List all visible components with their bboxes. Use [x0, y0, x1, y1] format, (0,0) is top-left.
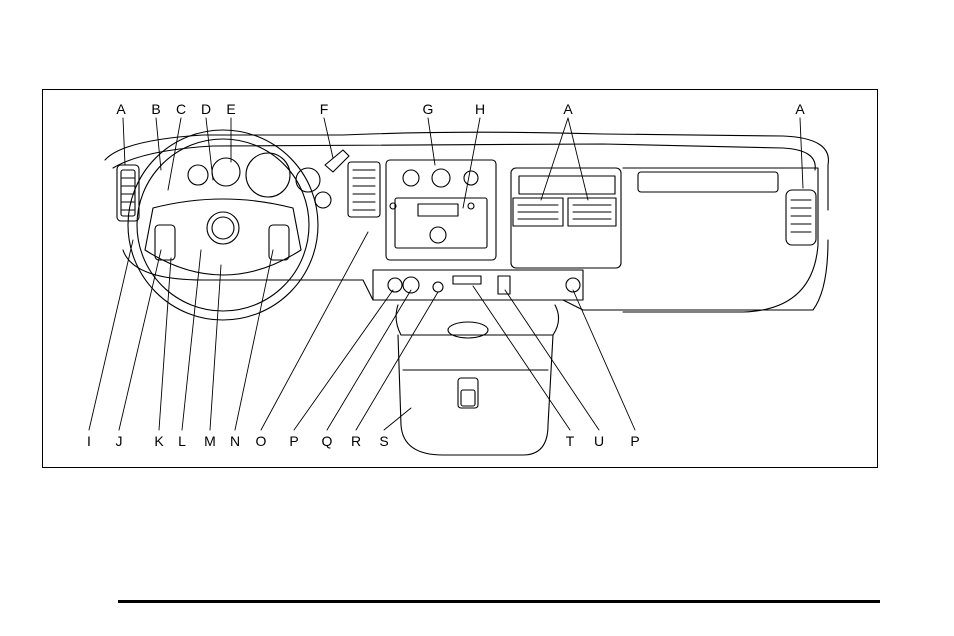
callout-g: G	[420, 102, 436, 116]
callout-b: B	[148, 102, 164, 116]
callout-n: N	[227, 434, 243, 448]
callout-f: F	[316, 102, 332, 116]
callout-l: L	[174, 434, 190, 448]
right-air-vent	[786, 190, 816, 245]
callout-k: K	[151, 434, 167, 448]
footer-rule	[118, 600, 880, 603]
callout-a-left-vent: A	[113, 102, 129, 116]
callout-p-right: P	[627, 434, 643, 448]
callout-d: D	[198, 102, 214, 116]
callout-q: Q	[319, 434, 335, 448]
left-air-vent	[117, 165, 139, 221]
glove-box	[623, 168, 818, 312]
callout-p-left: P	[286, 434, 302, 448]
dash-top-inner	[113, 144, 815, 170]
lower-switch-strip	[373, 270, 583, 300]
callout-u: U	[591, 434, 607, 448]
callout-m: M	[202, 434, 218, 448]
callout-h: H	[472, 102, 488, 116]
dashboard-drawing	[43, 90, 879, 469]
center-air-vent	[348, 162, 380, 217]
callout-a-right-vent: A	[792, 102, 808, 116]
callout-j: J	[111, 434, 127, 448]
callout-o: O	[253, 434, 269, 448]
center-console	[396, 305, 558, 455]
callout-s: S	[376, 434, 392, 448]
callout-c: C	[173, 102, 189, 116]
instrument-panel-diagram: A B C D E F G H A A I J K L M N O P Q R …	[42, 89, 878, 468]
callout-t: T	[562, 434, 578, 448]
callout-r: R	[348, 434, 364, 448]
callout-i: I	[81, 434, 97, 448]
callout-a-center-vents: A	[560, 102, 576, 116]
turn-signal-lever	[325, 150, 349, 172]
right-center-vents	[511, 168, 621, 268]
climate-and-radio-panel	[386, 160, 496, 260]
callout-e: E	[223, 102, 239, 116]
